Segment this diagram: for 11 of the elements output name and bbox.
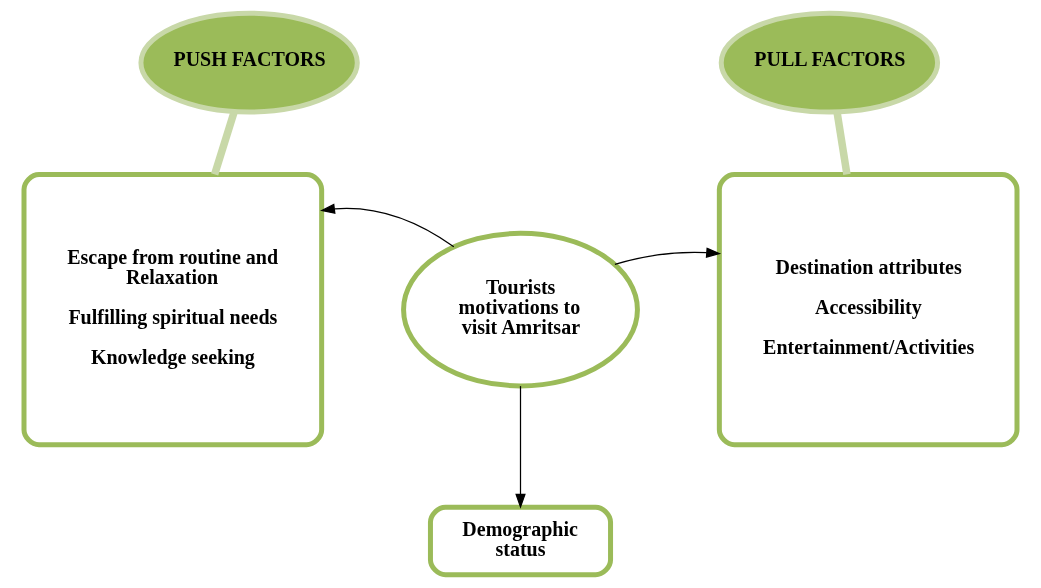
- node-ellipse: PULL FACTORS: [718, 10, 941, 115]
- arrow: [320, 203, 455, 248]
- node-box: Demographic status: [427, 504, 614, 578]
- node-ellipse: PUSH FACTORS: [138, 10, 360, 115]
- connector: [833, 111, 851, 176]
- connector: [211, 110, 238, 176]
- arrow: [515, 385, 526, 509]
- node-box: Escape from routine and Relaxation Fulfilling spiritual needs Knowledge seeking: [21, 172, 325, 448]
- node-box: Destination attributes Accessibility Entertainment/Activities: [716, 172, 1020, 448]
- node-ellipse: Tourists motivations to visit Amritsar: [401, 230, 640, 389]
- arrow: [614, 247, 722, 265]
